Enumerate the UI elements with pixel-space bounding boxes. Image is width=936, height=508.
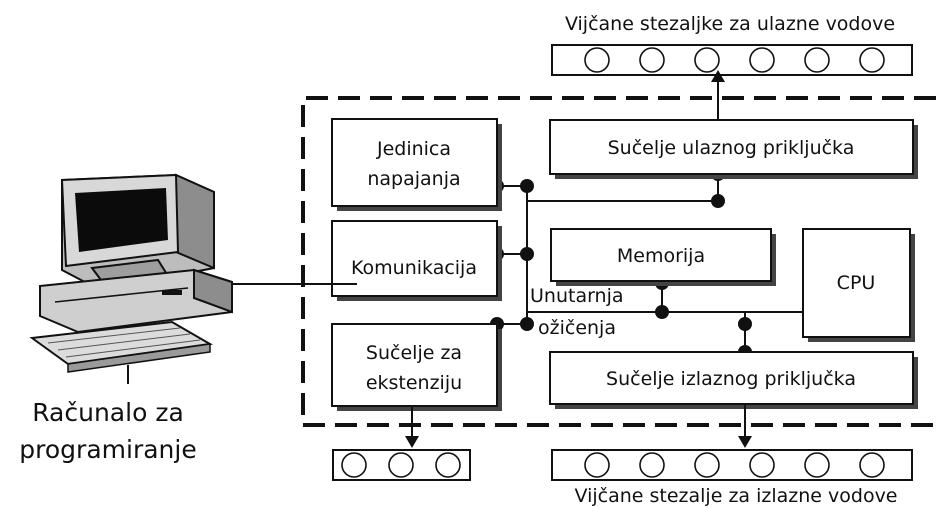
computer-label-2: programiranje bbox=[19, 435, 196, 464]
extension-label-2: ekstenziju bbox=[366, 372, 462, 394]
memory-label: Memorija bbox=[617, 245, 705, 267]
junction-dot bbox=[655, 305, 669, 319]
junction-dot bbox=[711, 194, 725, 208]
output-terminal-strip bbox=[551, 449, 913, 481]
extension-interface-block: Sučelje za ekstenziju bbox=[331, 323, 502, 411]
output-arrow bbox=[738, 404, 752, 448]
input-terminal bbox=[694, 47, 720, 73]
internal-wiring-label-1: Unutarnja bbox=[530, 285, 624, 307]
computer-icon bbox=[29, 173, 233, 384]
output-interface-block: Sučelje izlaznog priključka bbox=[549, 351, 918, 409]
input-terminal bbox=[859, 47, 885, 73]
extension-terminal bbox=[435, 452, 461, 478]
output-terminal bbox=[694, 452, 720, 478]
input-interface-label: Sučelje ulaznog priključka bbox=[608, 137, 855, 159]
communication-label: Komunikacija bbox=[351, 257, 477, 279]
output-terminal bbox=[749, 452, 775, 478]
input-terminal bbox=[804, 47, 830, 73]
junction-dot bbox=[738, 317, 752, 331]
power-supply-label-2: napajanja bbox=[367, 168, 460, 190]
output-terminal bbox=[804, 452, 830, 478]
power-supply-block: Jedinica napajanja bbox=[331, 118, 502, 211]
cpu-label: CPU bbox=[837, 272, 876, 294]
extension-terminal bbox=[388, 452, 414, 478]
input-terminal-strip bbox=[551, 44, 913, 76]
extension-terminal bbox=[341, 452, 367, 478]
input-terminal bbox=[639, 47, 665, 73]
junction-dot bbox=[520, 317, 534, 331]
communication-block: Komunikacija bbox=[331, 220, 502, 301]
junction-dot bbox=[520, 179, 534, 193]
extension-label-1: Sučelje za bbox=[366, 342, 462, 364]
internal-wiring-label-2: ožičenja bbox=[538, 317, 616, 339]
output-terminal bbox=[639, 452, 665, 478]
memory-block: Memorija bbox=[550, 228, 776, 286]
output-terminals-title: Vijčane stezalje za izlazne vodove bbox=[575, 485, 898, 507]
input-terminal bbox=[749, 47, 775, 73]
extension-arrow bbox=[405, 406, 419, 448]
extension-terminal-strip bbox=[332, 449, 471, 481]
power-supply-label-1: Jedinica bbox=[376, 138, 451, 160]
input-terminals-title: Vijčane stezaljke za ulazne vodove bbox=[565, 13, 895, 35]
cpu-block: CPU bbox=[802, 228, 915, 342]
output-terminal bbox=[859, 452, 885, 478]
computer-label-1: Računalo za bbox=[32, 398, 184, 427]
internal-wiring-label: Unutarnja ožičenja bbox=[530, 285, 624, 339]
input-interface-block: Sučelje ulaznog priključka bbox=[549, 119, 918, 179]
input-arrow bbox=[711, 70, 725, 120]
output-interface-label: Sučelje izlaznog priključka bbox=[606, 368, 856, 390]
output-terminal bbox=[584, 452, 610, 478]
junction-dot bbox=[520, 247, 534, 261]
input-terminal bbox=[584, 47, 610, 73]
